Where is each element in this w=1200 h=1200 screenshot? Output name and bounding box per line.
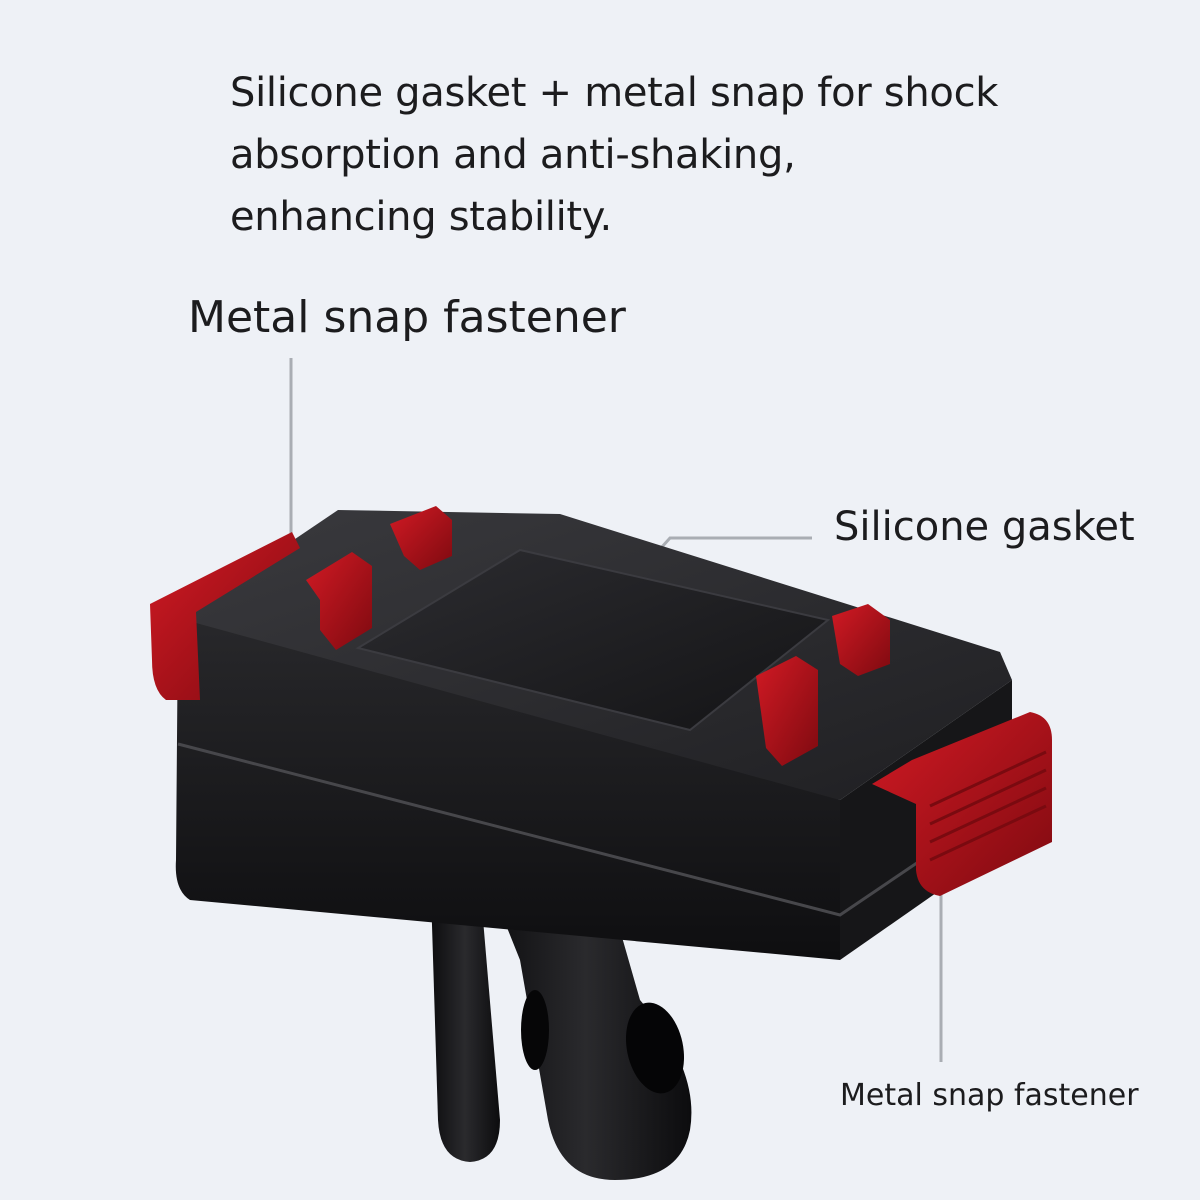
- snap-tabs: [306, 506, 890, 766]
- snap-fastener-left: [150, 532, 300, 700]
- silicone-gasket-pad: [355, 548, 831, 732]
- headline-line-2: absorption and anti-shaking,: [230, 132, 796, 178]
- callout-silicone-gasket: Silicone gasket: [834, 504, 1135, 550]
- headline-line-3: enhancing stability.: [230, 194, 612, 240]
- mount-hole: [625, 1002, 685, 1094]
- snap-fastener-right: [872, 712, 1052, 896]
- callout-metal-snap-fastener-left: Metal snap fastener: [188, 292, 626, 343]
- headline: Silicone gasket + metal snap for shock a…: [230, 62, 1050, 248]
- headline-line-1: Silicone gasket + metal snap for shock: [230, 70, 999, 116]
- mount-prongs: [430, 860, 692, 1180]
- callout-metal-snap-fastener-right: Metal snap fastener: [840, 1078, 1139, 1113]
